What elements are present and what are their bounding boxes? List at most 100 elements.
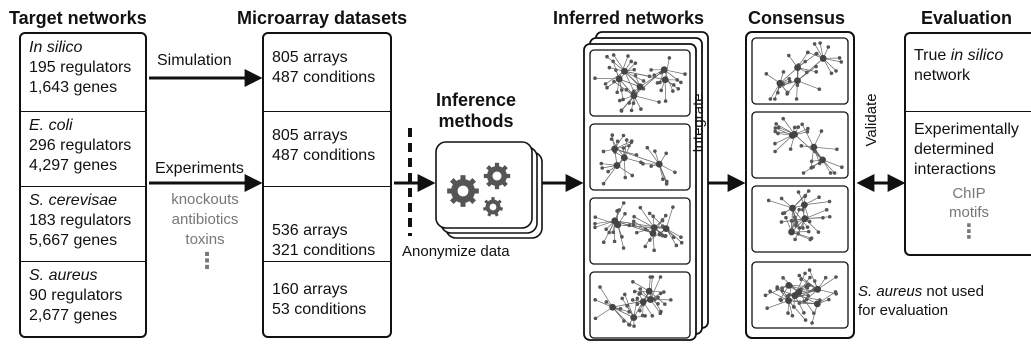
network-edge	[774, 135, 793, 152]
network-edge	[633, 224, 654, 234]
network-hub	[819, 156, 827, 164]
network-node	[599, 161, 604, 166]
network-node	[650, 314, 655, 318]
network-node	[800, 122, 804, 127]
network-node	[663, 99, 668, 103]
network-node	[601, 149, 606, 154]
network-node	[801, 226, 805, 230]
network-node	[638, 308, 642, 313]
network-node	[768, 97, 773, 101]
network-node	[632, 289, 637, 294]
network-node	[781, 276, 785, 280]
dataset-row: 805 arrays 487 conditions	[264, 111, 390, 186]
consensus-network-panel	[751, 37, 849, 105]
target-genes: 2,677 genes	[29, 307, 118, 324]
network-node	[779, 220, 784, 224]
network-hub	[620, 154, 628, 162]
network-hub	[788, 228, 795, 236]
network-node	[828, 171, 833, 175]
target-name: E. coli	[29, 117, 73, 134]
network-node	[612, 239, 617, 244]
network-hub	[646, 296, 654, 303]
network-node	[780, 288, 785, 293]
network-node	[647, 74, 652, 79]
target-in-silico: In silico 195 regulators 1,643 genes	[21, 34, 145, 111]
network-edge	[606, 56, 625, 72]
network-node	[803, 59, 807, 64]
network-node	[627, 323, 632, 327]
target-genes: 4,297 genes	[29, 157, 118, 174]
network-node	[593, 221, 597, 226]
network-edge	[810, 147, 815, 168]
network-hub	[776, 79, 784, 87]
network-node	[793, 237, 797, 242]
network-node	[601, 181, 606, 186]
network-node	[816, 230, 821, 234]
experiments-label: Experiments	[155, 160, 244, 177]
network-node	[623, 211, 627, 216]
network-node	[786, 53, 791, 58]
network-graph-icon	[773, 116, 844, 175]
network-node	[635, 296, 640, 301]
network-edge	[792, 207, 800, 229]
network-hub	[655, 160, 663, 168]
network-hub	[661, 76, 669, 84]
integrate-label: Integrate	[690, 93, 707, 153]
network-node	[657, 100, 661, 104]
network-node	[639, 107, 643, 111]
network-node	[593, 215, 598, 219]
network-edge	[779, 67, 798, 84]
network-node	[615, 209, 619, 213]
gear-tooth	[491, 197, 495, 202]
experiment-type: knockouts	[171, 191, 239, 208]
experiment-type: antibiotics	[171, 211, 239, 228]
network-edge	[612, 306, 634, 318]
network-edge	[633, 95, 660, 103]
network-hub	[636, 83, 644, 91]
network-node	[624, 138, 629, 142]
network-node	[631, 222, 636, 227]
target-s-cerevisae: S. cerevisae 183 regulators 5,667 genes	[21, 186, 145, 261]
network-node	[807, 268, 812, 272]
network-node	[673, 170, 677, 175]
dataset-arrays: 805 arrays	[272, 49, 348, 66]
network-node	[606, 169, 610, 174]
evaluation-exp-line: interactions	[914, 161, 996, 178]
network-hub	[819, 55, 827, 62]
network-edge	[663, 69, 674, 92]
network-node	[634, 153, 639, 157]
network-node	[773, 129, 778, 134]
network-node	[638, 287, 642, 291]
network-node	[667, 56, 672, 60]
network-node	[790, 313, 795, 318]
network-node	[796, 190, 801, 194]
network-node	[630, 173, 635, 178]
network-node	[773, 97, 777, 101]
header-target-networks: Target networks	[9, 8, 147, 28]
network-node	[821, 216, 825, 220]
gear-icon	[482, 197, 504, 217]
network-node	[619, 108, 624, 113]
header-inferred-networks: Inferred networks	[553, 8, 705, 28]
network-node	[593, 225, 597, 230]
network-node	[814, 70, 819, 74]
network-node	[643, 244, 648, 249]
target-regulators: 296 regulators	[29, 137, 132, 154]
dataset-conditions: 487 conditions	[272, 147, 376, 164]
network-node	[797, 207, 801, 212]
dataset-arrays: 160 arrays	[272, 281, 348, 298]
network-node	[634, 230, 639, 235]
network-node	[792, 125, 797, 130]
network-node	[593, 316, 598, 321]
network-edge	[649, 213, 667, 229]
network-node	[605, 85, 609, 90]
network-edge	[797, 66, 817, 81]
network-hub	[650, 224, 658, 232]
network-node	[817, 195, 821, 200]
network-node	[768, 289, 772, 294]
network-node	[656, 301, 660, 306]
network-hub	[801, 215, 809, 223]
network-node	[621, 97, 625, 102]
network-edge	[618, 78, 635, 96]
network-node	[671, 89, 675, 93]
